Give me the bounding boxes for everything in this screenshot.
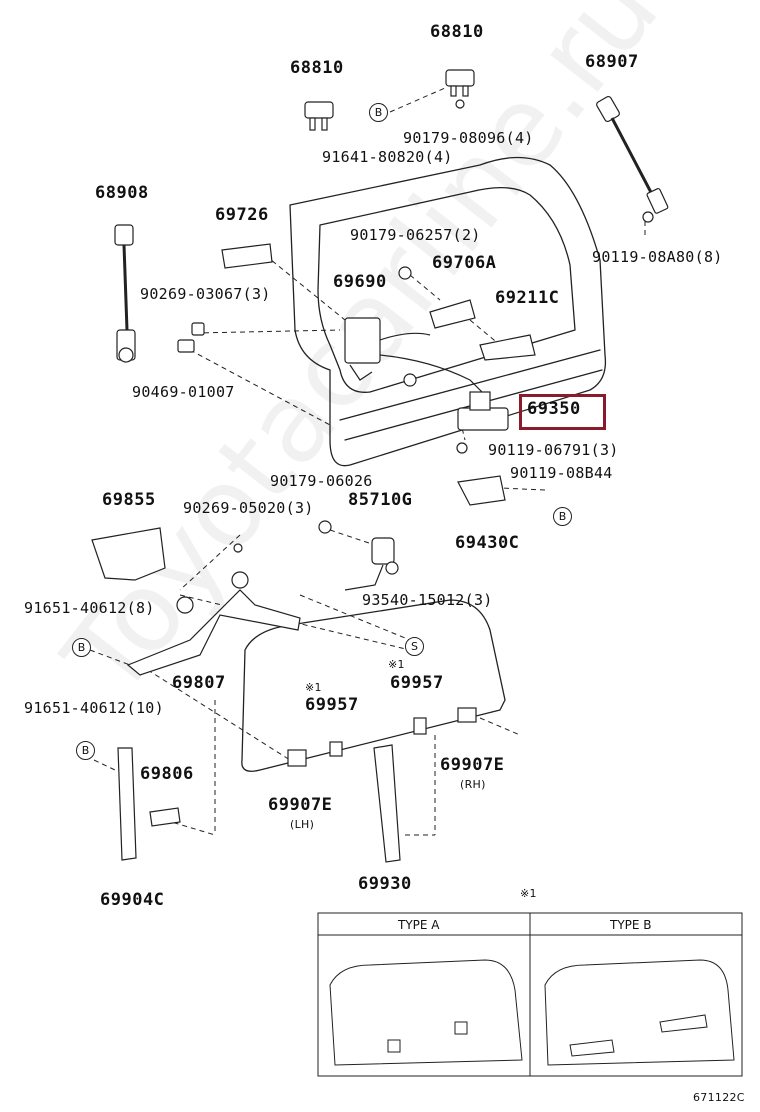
note-1-a: ※1 [388, 658, 405, 671]
label-68907: 68907 [585, 52, 639, 72]
label-90269-03067: 90269-03067(3) [140, 285, 271, 303]
label-69211C: 69211C [495, 288, 560, 308]
label-90119-08A80: 90119-08A80(8) [592, 248, 723, 266]
label-69904C: 69904C [100, 890, 165, 910]
label-90119-08B44: 90119-08B44 [510, 464, 613, 482]
label-69957-left: 69957 [305, 695, 359, 715]
label-90179-08096: 90179-08096(4) [403, 129, 534, 147]
label-93540-15012: 93540-15012(3) [362, 591, 493, 609]
back-door-panel-outline [289, 156, 607, 467]
label-69930: 69930 [358, 874, 412, 894]
part-69726 [221, 243, 273, 269]
label-90179-06026: 90179-06026 [270, 472, 373, 490]
label-69430C: 69430C [455, 533, 520, 553]
latch-69350 [457, 391, 509, 431]
striker-69430C [457, 475, 506, 506]
handle-69211C [479, 334, 536, 361]
label-69807: 69807 [172, 673, 226, 693]
label-68810-top: 68810 [430, 22, 484, 42]
figure-code: 671122C [693, 1091, 745, 1104]
label-69855: 69855 [102, 490, 156, 510]
label-90119-06791: 90119-06791(3) [488, 441, 619, 459]
label-91651-40612-10: 91651-40612(10) [24, 699, 164, 717]
stopper-68810-right [445, 69, 475, 109]
label-69907E-lh: 69907E [268, 795, 333, 815]
clip-69957-right [413, 717, 427, 735]
inset-type-a: TYPE A [398, 918, 440, 932]
door-lock-69690 [344, 317, 431, 381]
label-69690: 69690 [333, 272, 387, 292]
label-69706A: 69706A [432, 253, 497, 273]
inset-type-b: TYPE B [610, 918, 652, 932]
motor-85710G [344, 537, 399, 591]
label-68908: 68908 [95, 183, 149, 203]
label-69726: 69726 [215, 205, 269, 225]
callout-b-regulator: B [72, 638, 91, 657]
label-68810-left: 68810 [290, 58, 344, 78]
callout-b-channel: B [76, 741, 95, 760]
bracket-69907E-rh [457, 707, 477, 723]
label-69907E-rh: 69907E [440, 755, 505, 775]
label-69806: 69806 [140, 764, 194, 784]
note-1-c: ※1 [520, 887, 537, 900]
stopper-68810-left [304, 101, 334, 131]
label-91651-40612-8: 91651-40612(8) [24, 599, 155, 617]
highlight-box-69350 [519, 394, 606, 430]
clip-69957-left [329, 741, 343, 757]
channel-69930 [373, 744, 401, 863]
label-lh: (LH) [290, 818, 315, 831]
damper-stay-68908 [114, 224, 136, 363]
label-rh: (RH) [460, 778, 486, 791]
back-door-window-opening [317, 187, 576, 393]
label-69957-right: 69957 [390, 673, 444, 693]
label-90179-06257: 90179-06257(2) [350, 226, 481, 244]
label-85710G: 85710G [348, 490, 413, 510]
part-69706A [429, 299, 476, 329]
callout-b-striker: B [553, 507, 572, 526]
label-69350[interactable]: 69350 [527, 399, 581, 419]
channel-69904C [117, 747, 137, 861]
damper-stay-68907 [596, 95, 669, 214]
cover-69855 [91, 527, 166, 581]
callout-b-top: B [369, 103, 388, 122]
rear-glass-outline [241, 599, 506, 772]
label-90269-05020: 90269-05020(3) [183, 499, 314, 517]
label-91641-80820: 91641-80820(4) [322, 148, 453, 166]
part-69806 [149, 807, 181, 827]
label-90469-01007: 90469-01007 [132, 383, 235, 401]
callout-s: S [405, 637, 424, 656]
regulator-69807 [126, 571, 301, 676]
note-1-b: ※1 [305, 681, 322, 694]
bracket-69907E-lh [287, 749, 307, 767]
